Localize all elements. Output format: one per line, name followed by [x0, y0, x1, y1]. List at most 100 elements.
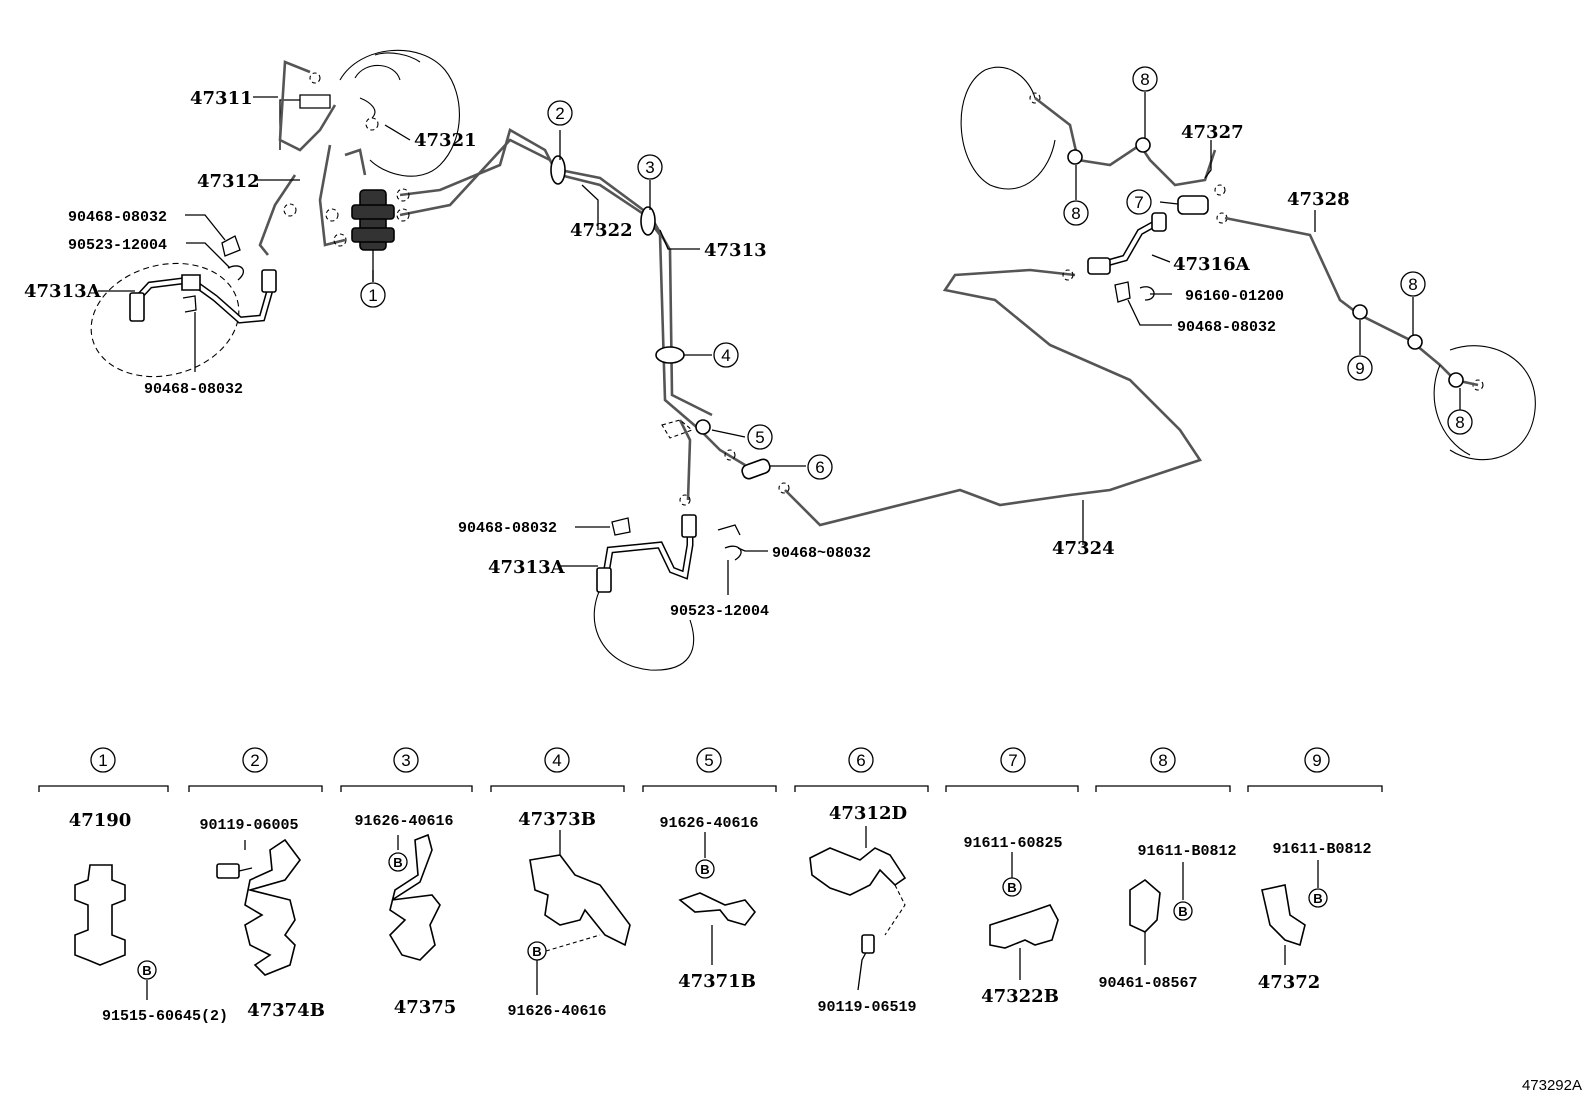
bolt-marker — [1308, 888, 1328, 908]
callout-circles: 1 2 3 4 5 6 7 8 8 8 8 9 — [360, 66, 1473, 480]
bolt-marker-letter: B — [700, 862, 709, 877]
callout-2: 2 — [547, 100, 573, 126]
detail-callout-number: 5 — [704, 751, 713, 770]
detail-callout-number: 3 — [401, 751, 410, 770]
proportioning-valve — [351, 189, 395, 282]
svg-text:9: 9 — [1355, 359, 1364, 378]
detail-part-label: 47312D — [829, 803, 907, 824]
label-90468-08032-a: 90468-08032 — [68, 209, 167, 226]
detail-callout — [1304, 747, 1330, 773]
detail-group-4: 4 47373B 91626-40616 B — [490, 747, 625, 1020]
callout-4: 4 — [713, 342, 739, 368]
detail-part-label: 91611-60825 — [963, 835, 1062, 852]
callout-8-b: 8 — [1063, 200, 1089, 226]
label-47316A: 47316A — [1173, 254, 1251, 275]
detail-detail-line — [861, 934, 875, 954]
detail-callout — [696, 747, 722, 773]
detail-part-label: 47372 — [1258, 972, 1321, 993]
callout-3: 3 — [637, 154, 663, 180]
rear-brake-area — [960, 66, 1536, 461]
label-47327: 47327 — [1181, 122, 1244, 143]
part-drawing-9 — [1261, 884, 1306, 947]
brake-booster — [279, 49, 460, 177]
detail-part-label: 47375 — [394, 997, 457, 1018]
svg-text:4: 4 — [721, 346, 730, 365]
svg-text:8: 8 — [1071, 204, 1080, 223]
detail-detail-line — [884, 884, 906, 936]
svg-text:2: 2 — [555, 104, 564, 123]
detail-callout-number: 7 — [1008, 751, 1017, 770]
detail-detail-line — [545, 934, 601, 952]
callout-6: 6 — [807, 454, 833, 480]
callout-1: 1 — [360, 282, 386, 308]
detail-part-label: 47373B — [518, 809, 596, 830]
callout-8-a: 8 — [1132, 66, 1158, 92]
part-drawing-1 — [74, 864, 126, 966]
label-47322: 47322 — [570, 220, 633, 241]
detail-part-label: 91515-60645(2) — [102, 1008, 228, 1025]
bolt-marker-letter: B — [532, 944, 541, 959]
part-drawing-3 — [388, 833, 441, 961]
detail-callout-number: 1 — [98, 751, 107, 770]
pipe-clamps — [550, 155, 771, 480]
detail-part-label: 91626-40616 — [507, 1003, 606, 1020]
detail-part-label: 91611-B0812 — [1137, 843, 1236, 860]
detail-part-label: 91611-B0812 — [1272, 841, 1371, 858]
part-drawing-5 — [678, 892, 757, 926]
label-47324: 47324 — [1052, 538, 1115, 559]
detail-callout — [90, 747, 116, 773]
callout-9: 9 — [1347, 355, 1373, 381]
detail-callout — [1000, 747, 1026, 773]
detail-detail-line — [216, 863, 240, 879]
svg-text:6: 6 — [815, 458, 824, 477]
callout-7: 7 — [1126, 189, 1152, 215]
label-90468-08032-d: 90468~08032 — [772, 545, 871, 562]
detail-callout-number: 4 — [552, 751, 561, 770]
detail-callout-number: 9 — [1312, 751, 1321, 770]
part-drawing-2 — [244, 838, 301, 976]
detail-part-label: 91626-40616 — [354, 813, 453, 830]
detail-callout — [544, 747, 570, 773]
svg-text:3: 3 — [645, 158, 654, 177]
bolt-marker-letter: B — [393, 855, 402, 870]
part-drawing-6 — [809, 847, 907, 896]
bolt-marker-letter: B — [1007, 880, 1016, 895]
detail-part-label: 90461-08567 — [1098, 975, 1197, 992]
detail-part-label: 90119-06519 — [817, 999, 916, 1016]
bolt-marker-letter: B — [1313, 891, 1322, 906]
part-drawing-8 — [1129, 878, 1161, 933]
front-brake-pipes — [258, 60, 1203, 527]
label-90523-12004-a: 90523-12004 — [68, 237, 167, 254]
diagram-id: 473292A — [1522, 1077, 1582, 1094]
label-47321: 47321 — [414, 130, 477, 151]
detail-callout-number: 6 — [856, 751, 865, 770]
label-90468-08032-e: 90468-08032 — [1177, 319, 1276, 336]
detail-detail-line — [238, 867, 253, 872]
svg-text:8: 8 — [1140, 70, 1149, 89]
label-90468-08032-c: 90468-08032 — [458, 520, 557, 537]
label-47312: 47312 — [197, 171, 260, 192]
svg-text:7: 7 — [1134, 193, 1143, 212]
callout-8-c: 8 — [1400, 271, 1426, 297]
part-drawing-4 — [529, 854, 631, 947]
pipe-fittings — [283, 72, 1484, 506]
detail-callout — [848, 747, 874, 773]
detail-callout-number: 8 — [1158, 751, 1167, 770]
callout-5: 5 — [747, 424, 773, 450]
detail-callout-number: 2 — [250, 751, 259, 770]
detail-panel: 14719091515-60645(2)B290119-0600547374B3… — [38, 747, 1383, 1025]
bolt-marker-letter: B — [142, 963, 151, 978]
callout-8-d: 8 — [1447, 409, 1473, 435]
detail-callout — [393, 747, 419, 773]
bolt-marker — [388, 852, 408, 872]
label-90523-12004-b: 90523-12004 — [670, 603, 769, 620]
bolt-marker — [1173, 901, 1193, 921]
label-47311: 47311 — [190, 88, 253, 109]
bolt-marker — [137, 960, 157, 980]
